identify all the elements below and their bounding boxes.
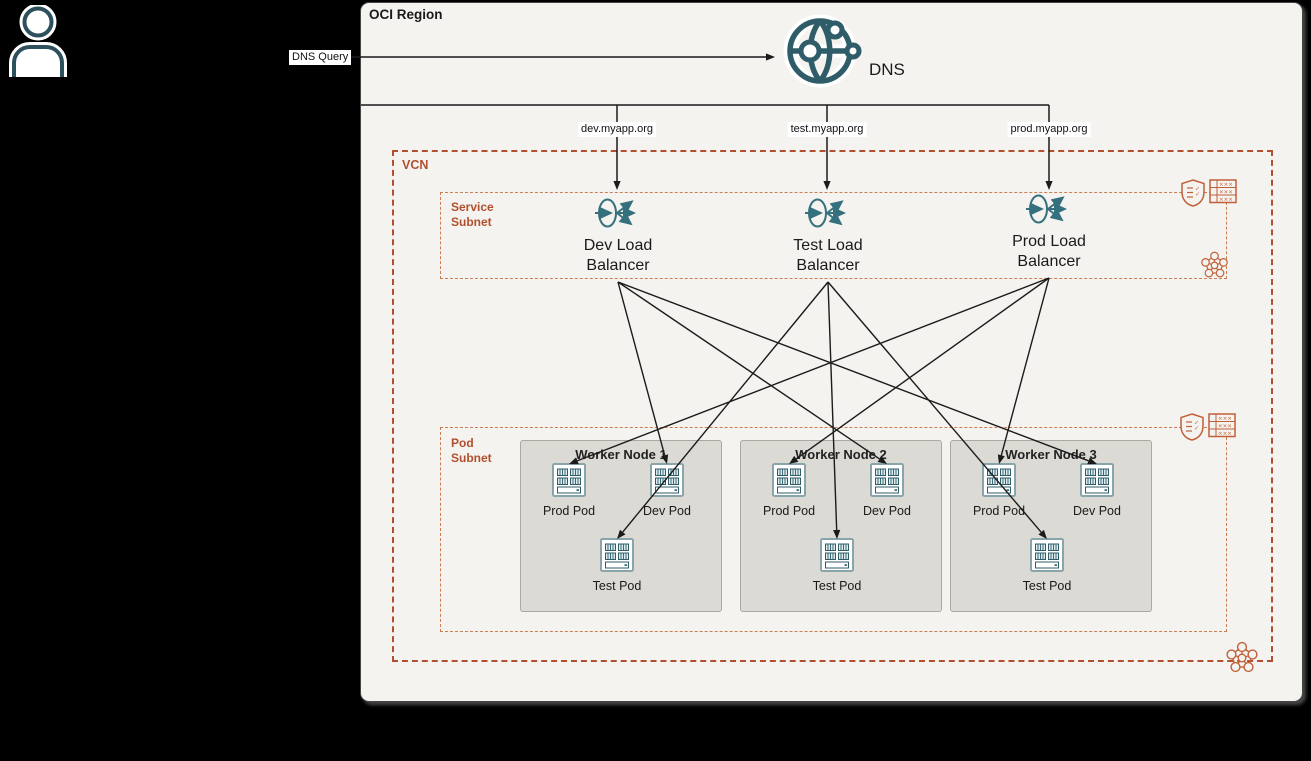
user-icon — [9, 5, 67, 77]
route-table-icon: ××××××××× — [1208, 413, 1236, 438]
worker-node-3: Worker Node 3 Prod Pod — [950, 440, 1152, 612]
svg-text:×××: ××× — [1218, 431, 1232, 437]
svg-text:×××: ××× — [1218, 416, 1232, 422]
pod-icon — [600, 538, 634, 572]
svg-text:×××: ××× — [1219, 182, 1233, 188]
network-cluster-icon — [1226, 641, 1258, 673]
lb-label: Test Load Balancer — [793, 237, 863, 274]
pod-label: Test Pod — [1022, 579, 1072, 593]
pod-label: Prod Pod — [542, 504, 596, 518]
load-balancer-icon — [805, 198, 846, 228]
svg-text:×××: ××× — [1219, 197, 1233, 203]
vcn-box — [392, 150, 1273, 662]
route-host-dev: dev.myapp.org — [578, 122, 656, 137]
service-subnet-title: Service Subnet — [451, 200, 494, 229]
test-load-balancer: Test Load Balancer — [763, 192, 893, 282]
pod-label: Prod Pod — [972, 504, 1026, 518]
dns-query-label: DNS Query — [289, 50, 352, 65]
load-balancer-icon — [595, 198, 636, 228]
pod-label: Dev Pod — [863, 504, 911, 518]
pod-icon — [1080, 463, 1114, 497]
pod-label: Prod Pod — [762, 504, 816, 518]
pod-icon — [870, 463, 904, 497]
pod-icon — [1030, 538, 1064, 572]
svg-text:×××: ××× — [1219, 190, 1233, 196]
oci-region-title: OCI Region — [369, 7, 443, 22]
svg-text:✓: ✓ — [1194, 426, 1199, 432]
dns-label: DNS — [869, 60, 905, 79]
pod-label: Test Pod — [812, 579, 862, 593]
svg-text:✓: ✓ — [1194, 421, 1199, 427]
route-table-icon: ××××××××× — [1209, 179, 1237, 204]
dns-globe-icon — [783, 14, 862, 88]
svg-text:✓: ✓ — [1195, 187, 1200, 193]
worker-node-1: Worker Node 1 Prod Pod — [520, 440, 722, 612]
svg-text:✓: ✓ — [1195, 192, 1200, 198]
pod-icon — [772, 463, 806, 497]
pod-subnet-title: Pod Subnet — [451, 436, 492, 465]
svg-text:×××: ××× — [1218, 424, 1232, 430]
pod-label: Dev Pod — [1073, 504, 1121, 518]
load-balancer-icon — [1026, 194, 1067, 224]
security-list-icon: ✓✓ — [1181, 179, 1205, 207]
pod-label: Test Pod — [592, 579, 642, 593]
pod-icon — [820, 538, 854, 572]
pod-icon — [552, 463, 586, 497]
vcn-title: VCN — [402, 158, 429, 172]
network-cluster-icon — [1201, 251, 1228, 278]
pod-label: Dev Pod — [643, 504, 691, 518]
security-list-icon: ✓✓ — [1180, 413, 1204, 441]
prod-load-balancer: Prod Load Balancer — [984, 188, 1114, 278]
lb-label: Prod Load Balancer — [1012, 233, 1086, 270]
pod-icon — [982, 463, 1016, 497]
dev-load-balancer: Dev Load Balancer — [553, 192, 683, 282]
pod-icon — [650, 463, 684, 497]
route-host-test: test.myapp.org — [787, 122, 867, 137]
route-host-prod: prod.myapp.org — [1007, 122, 1091, 137]
lb-label: Dev Load Balancer — [583, 237, 653, 274]
worker-node-title: Worker Node 1 — [575, 447, 667, 462]
worker-node-title: Worker Node 3 — [1005, 447, 1097, 462]
worker-node-2: Worker Node 2 Prod Pod — [740, 440, 942, 612]
worker-node-title: Worker Node 2 — [795, 447, 887, 462]
